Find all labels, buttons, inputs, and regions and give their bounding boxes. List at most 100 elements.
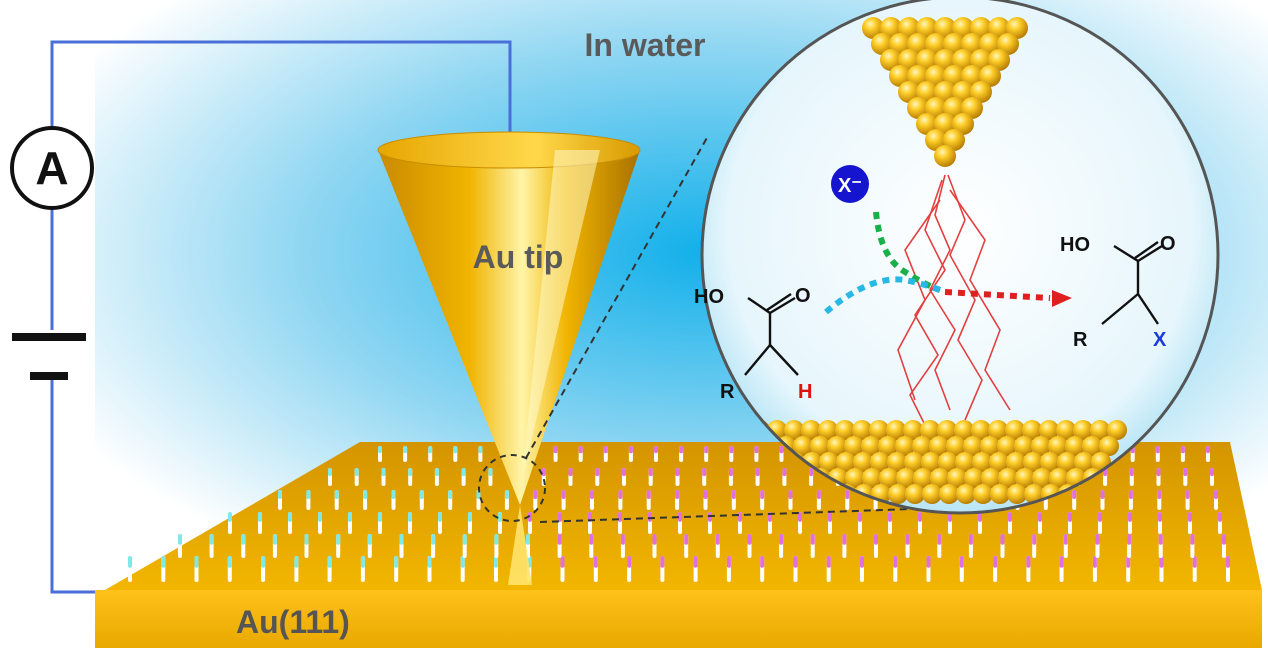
molecule (363, 490, 368, 510)
molecule (603, 446, 608, 462)
molecule (561, 490, 566, 510)
tip-label: Au tip (473, 239, 564, 275)
molecule (715, 534, 720, 558)
molecule (693, 556, 698, 582)
molecule (378, 512, 382, 534)
tip-atom (898, 17, 920, 39)
surface-atom (998, 468, 1018, 488)
molecule (648, 468, 653, 486)
molecule (595, 468, 600, 486)
molecule (488, 468, 493, 486)
surface-atom (895, 436, 915, 456)
current-strand (897, 199, 941, 401)
molecule (728, 468, 733, 486)
tip-atom (952, 49, 974, 71)
surface-atom (989, 452, 1009, 472)
surface-atom (1023, 452, 1043, 472)
molecule (494, 534, 499, 558)
surface-atom (947, 468, 967, 488)
molecule (675, 490, 680, 510)
surface-atom (973, 484, 993, 504)
surface-atom (1039, 420, 1059, 440)
surface-atom (852, 420, 872, 440)
molecule (793, 556, 798, 582)
molecule (348, 512, 352, 534)
molecule (328, 468, 332, 486)
tip-atom (943, 97, 965, 119)
molecule (1128, 490, 1133, 510)
anion-ball: X⁻ (831, 165, 869, 203)
molecule (194, 556, 199, 582)
surface-atom (1065, 436, 1085, 456)
molecule (726, 556, 731, 582)
anion-label: X⁻ (838, 175, 862, 197)
tip-atom (934, 17, 956, 39)
tip-atom (943, 129, 965, 151)
molecule (431, 534, 436, 558)
molecule (354, 468, 359, 486)
molecule (788, 490, 793, 510)
surface-atom (818, 420, 838, 440)
molecule (1128, 512, 1132, 534)
molecule (461, 468, 466, 486)
molecule (755, 468, 760, 486)
tip-atom (970, 49, 992, 71)
molecule (918, 512, 922, 534)
tip-atom (925, 97, 947, 119)
molecule (1098, 512, 1102, 534)
surface-atom (971, 420, 991, 440)
tip-atom-cluster (862, 17, 1028, 167)
molecule (1126, 556, 1131, 582)
ammeter-icon: A (10, 126, 94, 210)
tip-atom (1006, 17, 1028, 39)
wire-top (50, 40, 512, 140)
molecule (1222, 534, 1226, 558)
molecule (860, 556, 864, 582)
tip-atom (916, 81, 938, 103)
molecule (209, 534, 214, 558)
molecule (968, 534, 973, 558)
surface-atom (1032, 468, 1052, 488)
molecule (478, 446, 483, 462)
tip-atom (997, 33, 1019, 55)
product-o: O (1160, 233, 1176, 255)
molecule (1183, 468, 1188, 486)
molecule (476, 490, 481, 510)
molecule (1156, 468, 1161, 486)
molecule (261, 556, 266, 582)
molecule (810, 534, 815, 558)
surface-atom (819, 452, 839, 472)
molecule (754, 446, 759, 462)
molecule (560, 556, 565, 582)
surface-atom (887, 452, 907, 472)
molecule (504, 490, 509, 510)
molecule (334, 490, 339, 510)
molecule (381, 468, 386, 486)
molecule (408, 512, 412, 534)
tip-atom (988, 17, 1010, 39)
molecule (845, 490, 850, 510)
molecule (1190, 534, 1195, 558)
surface-atom (1049, 468, 1069, 488)
molecule (278, 490, 282, 510)
surface-atom (886, 420, 906, 440)
molecule (462, 534, 467, 558)
molecule (1192, 556, 1197, 582)
surface-atom (946, 436, 966, 456)
molecule-array (128, 446, 1230, 582)
battery-icon (12, 333, 86, 380)
surface-atom (956, 484, 976, 504)
molecule (448, 490, 453, 510)
surface-atom (888, 484, 908, 504)
reactant-ho: HO (694, 286, 724, 308)
surface-atom (879, 468, 899, 488)
surface-atom (1056, 420, 1076, 440)
molecule (1038, 512, 1042, 534)
surface-atom (922, 484, 942, 504)
surface-atom (1031, 436, 1051, 456)
molecule (360, 556, 365, 582)
molecule (816, 490, 821, 510)
molecule (227, 556, 232, 582)
